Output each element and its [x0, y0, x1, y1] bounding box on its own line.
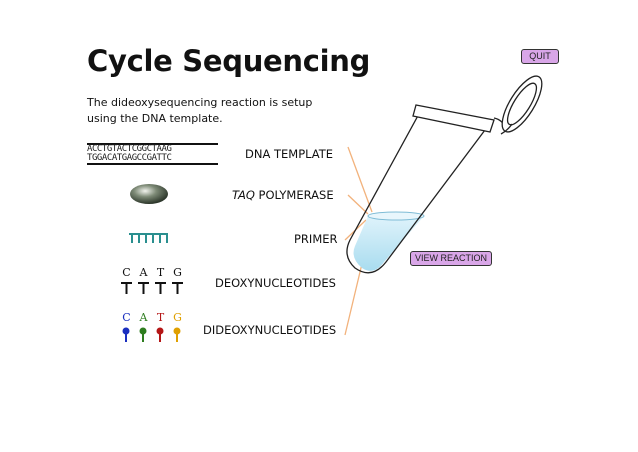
- intro-text: The dideoxysequencing reaction is setup …: [87, 96, 313, 125]
- dideoxynucleotides-label: DIDEOXYNUCLEOTIDES: [203, 323, 337, 337]
- taq-polymerase-label: TAQ POLYMERASE: [232, 188, 334, 202]
- dideoxy-a: A: [139, 311, 148, 324]
- dideoxy-c: C: [122, 311, 131, 324]
- taq-polymerase-icon: [130, 184, 168, 204]
- polymerase-text: POLYMERASE: [254, 188, 334, 202]
- deoxy-c: C: [122, 266, 131, 279]
- dna-bottom-strand: TGGACATGAGCCGATTC: [87, 153, 172, 163]
- dideoxy-g: G: [173, 311, 182, 324]
- primer-icon: [129, 233, 168, 243]
- quit-button[interactable]: QUIT: [521, 49, 559, 64]
- dna-top-strand: ACCTGTACTCGGCTAAG: [87, 144, 172, 154]
- deoxy-g: G: [173, 266, 182, 279]
- reaction-tube-icon: [346, 75, 543, 274]
- deoxynucleotide-icons: [121, 282, 183, 294]
- deoxynucleotides-label: DEOXYNUCLEOTIDES: [215, 276, 336, 290]
- deoxynucleotide-letters: C A T G: [121, 267, 183, 279]
- dideoxy-t: T: [156, 311, 165, 324]
- dna-template-graphic: ACCTGTACTCGGCTAAG TGGACATGAGCCGATTC: [87, 143, 218, 165]
- deoxy-t: T: [156, 266, 165, 279]
- deoxy-a: A: [139, 266, 148, 279]
- dideoxynucleotide-icons: [122, 327, 181, 342]
- primer-label: PRIMER: [294, 232, 338, 246]
- page-title: Cycle Sequencing: [87, 44, 371, 78]
- dna-backbone-bottom: [87, 163, 218, 165]
- dna-template-label: DNA TEMPLATE: [245, 147, 334, 161]
- taq-italic: TAQ: [232, 188, 255, 202]
- view-reaction-button[interactable]: VIEW REACTION: [410, 251, 492, 266]
- dideoxynucleotide-letters: C A T G: [121, 312, 183, 324]
- dna-backbone-top: [87, 143, 218, 145]
